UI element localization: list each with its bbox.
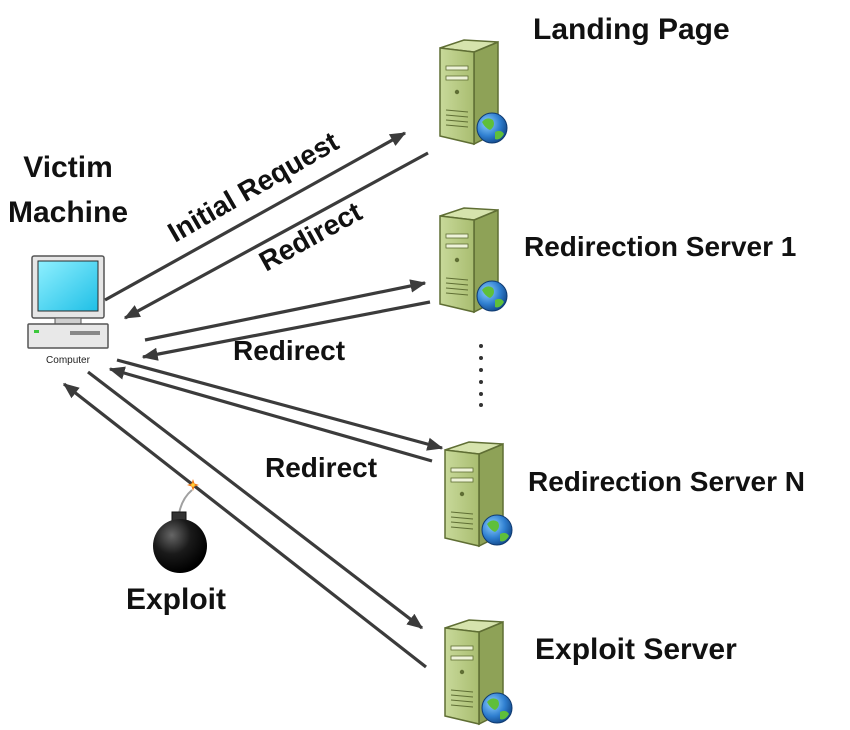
arrow-request-redirection-n <box>116 358 444 451</box>
exploit-server-label: Exploit Server <box>535 633 737 666</box>
computer-caption: Computer <box>46 355 91 366</box>
victim-label-line1: Victim <box>23 151 113 184</box>
arrow-redirect-from-redirection-n <box>108 366 433 463</box>
server-icon-exploit <box>444 619 513 725</box>
server-icon-landing-page <box>439 39 508 145</box>
arrow-initial-request <box>104 131 407 302</box>
redirect-label-3: Redirect <box>265 452 377 483</box>
exploit-label: Exploit <box>126 583 226 616</box>
arrow-request-exploit <box>87 370 424 630</box>
server-icon-redirection-1 <box>439 207 508 313</box>
arrow-redirect-from-redirection-1 <box>141 300 431 361</box>
redirect-label-2: Redirect <box>233 335 345 366</box>
redirection-server-n-label: Redirection Server N <box>528 466 805 497</box>
landing-page-label: Landing Page <box>533 13 730 46</box>
bomb-icon <box>153 479 207 573</box>
victim-label-line2: Machine <box>8 196 128 229</box>
arrow-request-redirection-1 <box>144 279 427 342</box>
arrow-exploit-delivery <box>62 382 427 669</box>
ellipsis-dots <box>479 344 483 407</box>
computer-icon <box>27 255 109 349</box>
server-icon-redirection-n <box>444 441 513 547</box>
arrow-redirect-from-landing <box>123 151 429 320</box>
redirection-server-1-label: Redirection Server 1 <box>524 231 796 262</box>
